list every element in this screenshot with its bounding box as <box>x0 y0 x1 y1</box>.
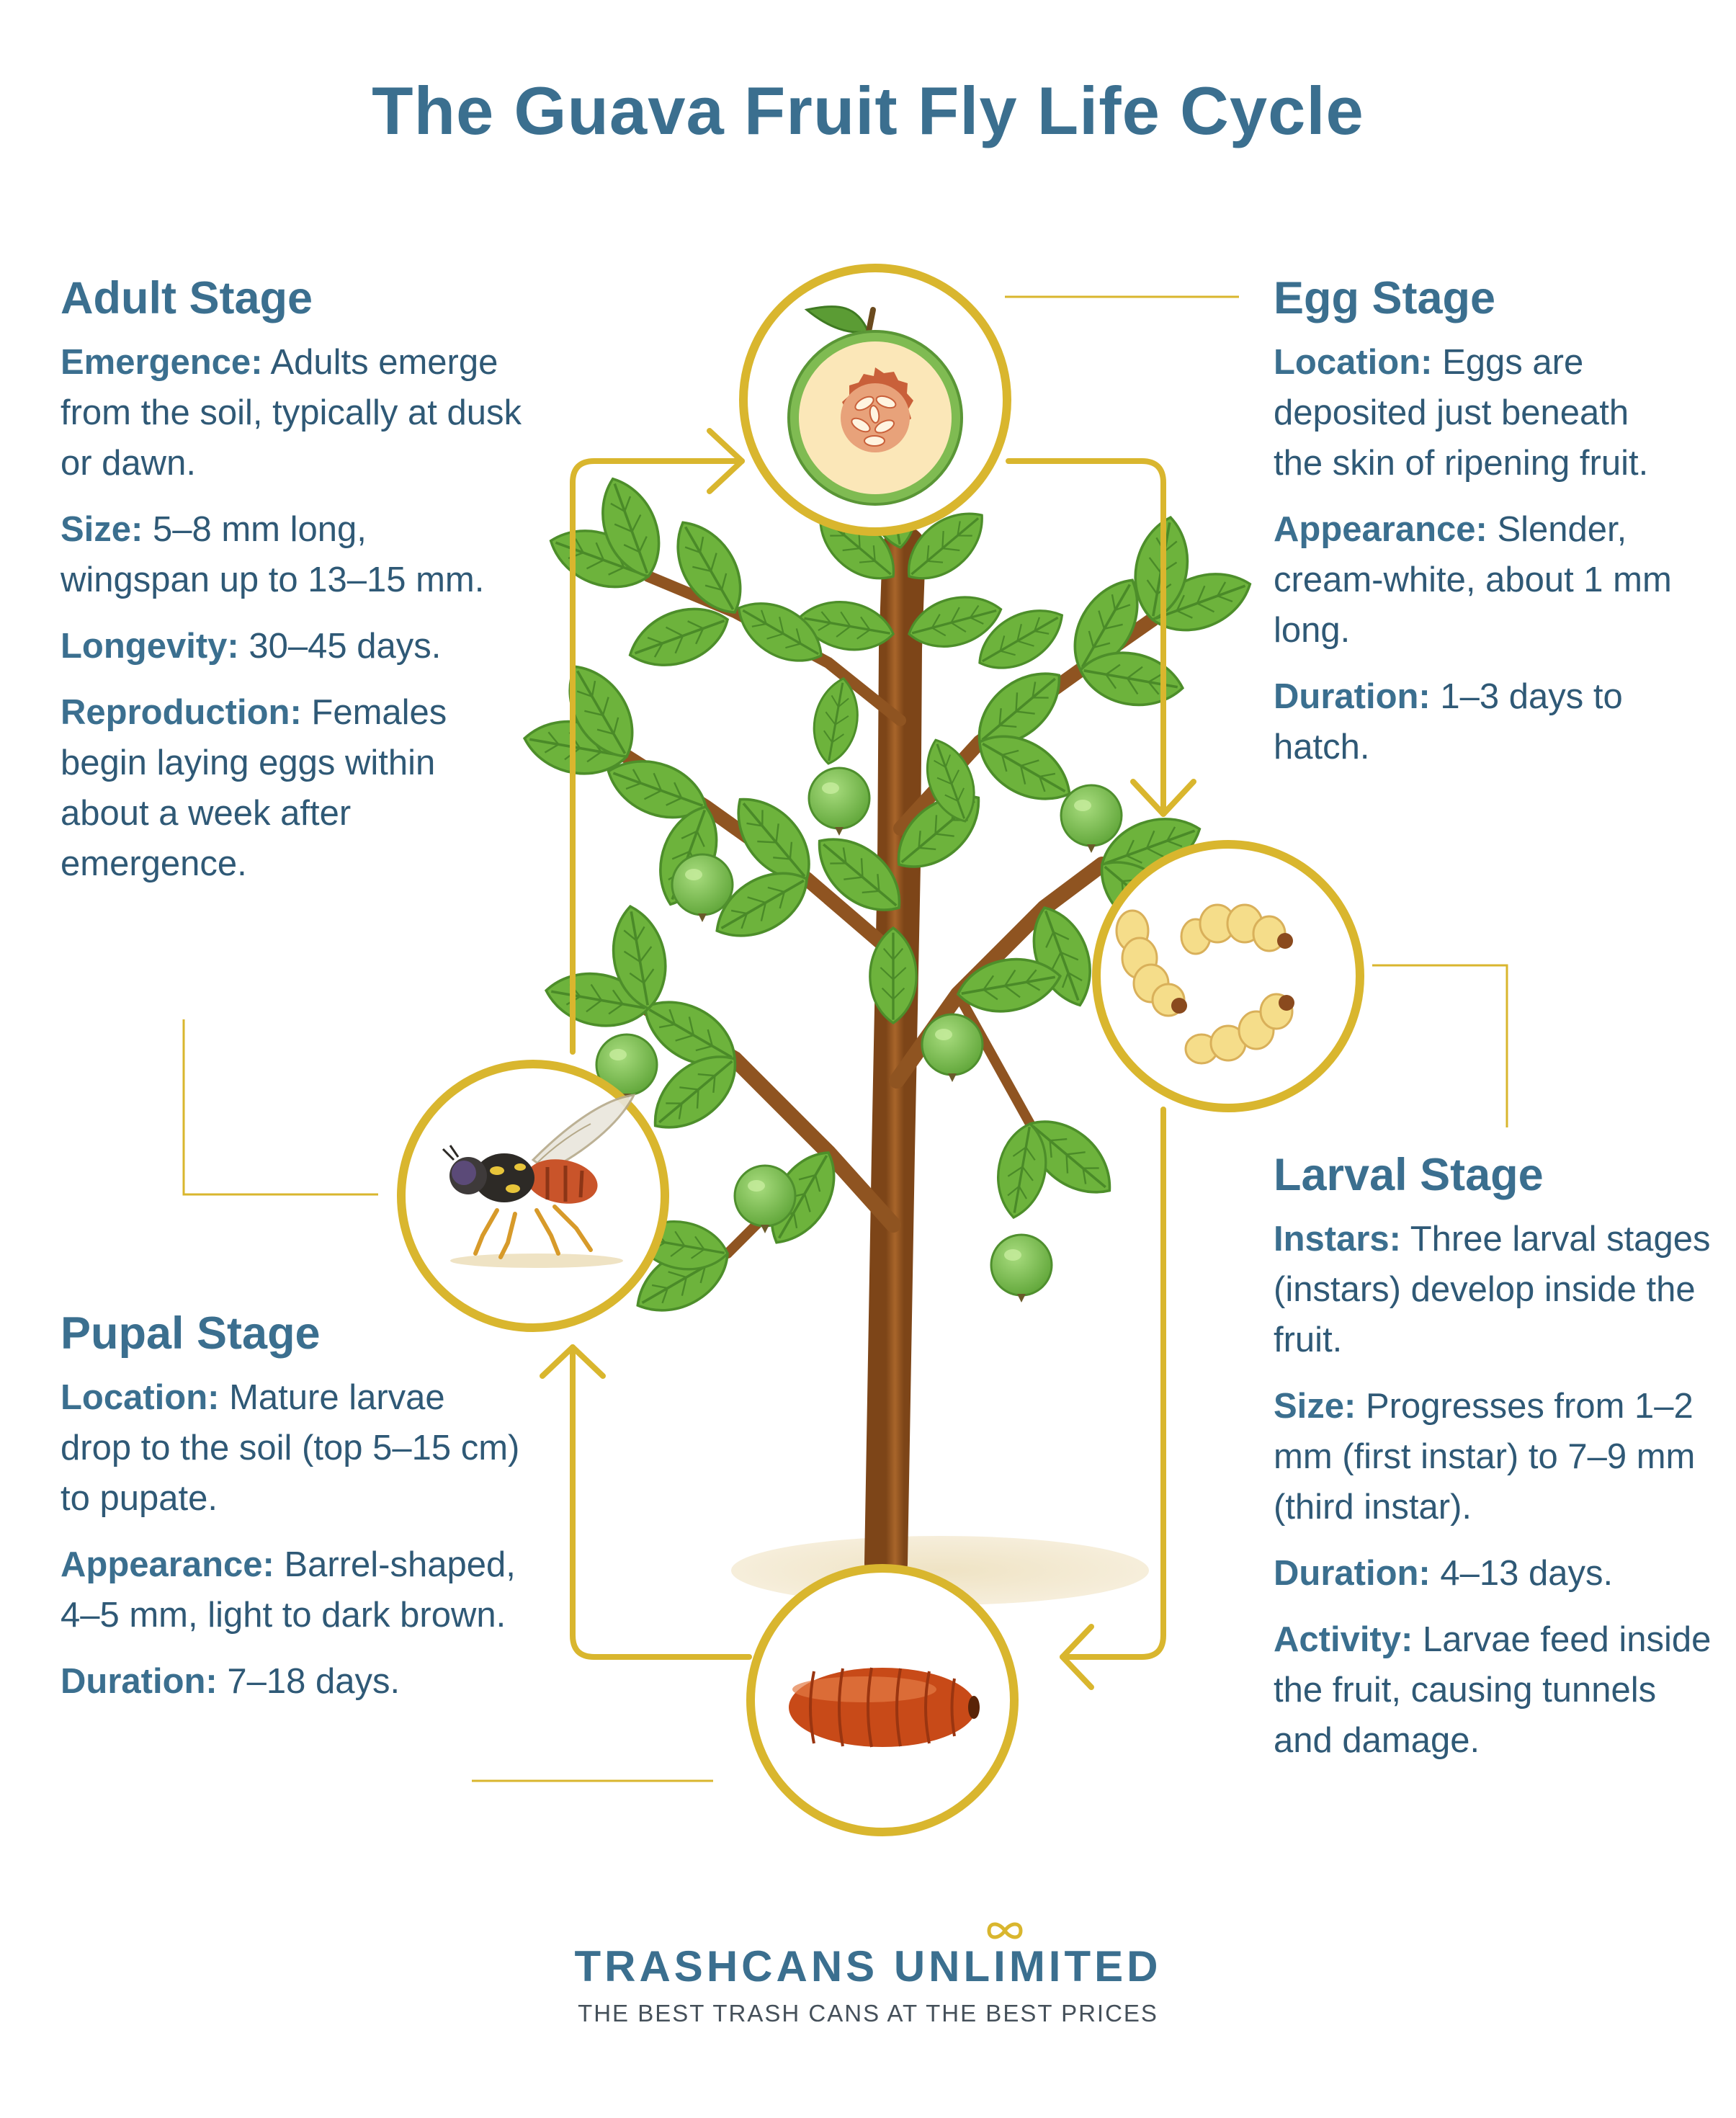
cycle-arrows <box>540 428 1196 1690</box>
fruit-fly-icon <box>442 1094 636 1268</box>
pupal-stage-info: Pupal Stage Location: Mature larvae drop… <box>61 1308 522 1722</box>
pupal-stage-circle <box>746 1564 1019 1836</box>
larval-stage-info: Larval Stage Instars: Three larval stage… <box>1274 1149 1713 1782</box>
pupal-stage-title: Pupal Stage <box>61 1308 321 1359</box>
larvae-icon <box>1115 903 1294 1065</box>
guava-cross-section-icon <box>787 305 963 506</box>
adult-stage-title: Adult Stage <box>61 273 313 323</box>
pupal-duration: Duration: 7–18 days. <box>61 1662 401 1701</box>
brand-tagline: THE BEST TRASH CANS AT THE BEST PRICES <box>578 2000 1158 2027</box>
page-title: The Guava Fruit Fly Life Cycle <box>372 73 1364 148</box>
egg-appearance: Appearance: Slender, cream-white, about … <box>1274 510 1672 650</box>
adult-stage-info: Adult Stage Emergence: Adults emerge fro… <box>61 272 522 905</box>
footer: TRASHCANS UNLIMITED THE BEST TRASH CANS … <box>0 1942 1736 2027</box>
adult-stage-circle <box>397 1060 669 1332</box>
larval-activity: Activity: Larvae feed inside the fruit, … <box>1274 1620 1712 1760</box>
pupal-appearance: Appearance: Barrel-shaped, 4–5 mm, light… <box>61 1545 516 1635</box>
egg-duration: Duration: 1–3 days to hatch. <box>1274 677 1623 767</box>
egg-stage-title: Egg Stage <box>1274 273 1496 323</box>
egg-stage-info: Egg Stage Location: Eggs are deposited j… <box>1274 272 1677 788</box>
larval-duration: Duration: 4–13 days. <box>1274 1554 1614 1593</box>
larval-stage-circle <box>1092 840 1364 1112</box>
pupa-icon <box>789 1667 980 1748</box>
larval-instars: Instars: Three larval stages (instars) d… <box>1274 1220 1711 1359</box>
pupal-location: Location: Mature larvae drop to the soil… <box>61 1378 520 1518</box>
infinity-logo-icon <box>987 1922 1023 1939</box>
larval-size: Size: Progresses from 1–2 mm (first inst… <box>1274 1387 1696 1527</box>
larval-stage-title: Larval Stage <box>1274 1150 1544 1200</box>
adult-emergence: Emergence: Adults emerge from the soil, … <box>61 343 522 483</box>
adult-size: Size: 5–8 mm long, wingspan up to 13–15 … <box>61 510 485 599</box>
brand-name: TRASHCANS UNLIMITED <box>574 1942 1162 1990</box>
adult-longevity: Longevity: 30–45 days. <box>61 627 442 666</box>
adult-reproduction: Reproduction: Females begin laying eggs … <box>61 693 447 883</box>
egg-location: Location: Eggs are deposited just beneat… <box>1274 343 1649 483</box>
leader-lines <box>182 295 1508 1782</box>
egg-stage-circle <box>739 264 1011 536</box>
larva-heads <box>1171 933 1294 1014</box>
